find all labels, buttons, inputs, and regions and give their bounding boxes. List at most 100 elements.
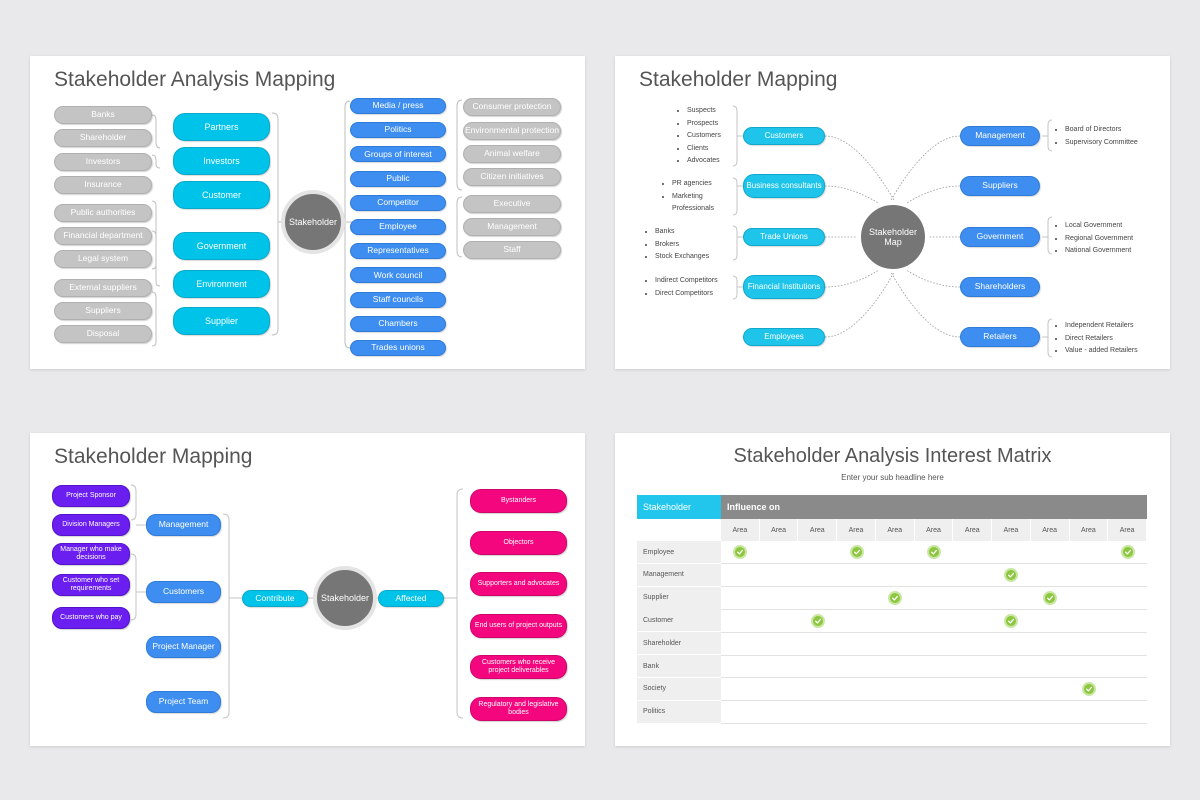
right-bullet-list-0: Board of DirectorsSupervisory Committee [1055, 124, 1138, 149]
list-item: Local Government [1065, 220, 1133, 233]
node-customer-who-set-requirements: Customer who set requirements [52, 574, 130, 596]
row-label-politics: Politics [637, 700, 721, 724]
node-environmental-protection: Environmental protection [463, 122, 561, 140]
row-label-supplier: Supplier [637, 586, 721, 610]
area-column-header: Area [953, 519, 993, 541]
node-end-users-of-project-outputs: End users of project outputs [470, 614, 567, 638]
node-financial-department: Financial department [54, 227, 152, 245]
node-insurance: Insurance [54, 176, 152, 194]
connector-lines [130, 484, 464, 719]
node-project-sponsor: Project Sponsor [52, 485, 130, 507]
node-chambers: Chambers [350, 315, 446, 332]
row-divider [721, 722, 1147, 724]
node-customer: Customer [173, 181, 270, 209]
list-item: Advocates [687, 155, 721, 168]
node-representatives: Representatives [350, 243, 446, 260]
row-label-management: Management [637, 563, 721, 587]
checkmark-icon [888, 591, 903, 605]
row-label-shareholder: Shareholder [637, 632, 721, 656]
node-external-suppliers: External suppliers [54, 279, 152, 297]
checkmark-icon [1081, 682, 1096, 697]
left-bullet-list-0: SuspectsProspectsCustomersClientsAdvocat… [677, 105, 721, 168]
node-public-authorities: Public authorities [54, 204, 152, 222]
area-column-header: Area [798, 519, 838, 541]
node-manager-who-make-decisions: Manager who make decisions [52, 543, 130, 565]
node-retailers: Retailers [960, 327, 1040, 347]
list-item: Stock Exchanges [655, 251, 709, 264]
left-bullet-list-2: BanksBrokersStock Exchanges [645, 226, 709, 264]
row-label-customer: Customer [637, 609, 721, 633]
slide-title: Stakeholder Mapping [639, 68, 838, 91]
area-column-header: Area [992, 519, 1031, 541]
contribute-node: Contribute [242, 590, 308, 607]
node-shareholder: Shareholder [54, 129, 152, 147]
node-work-council: Work council [350, 267, 446, 284]
connector-lines [151, 99, 463, 349]
node-staff-councils: Staff councils [350, 291, 446, 308]
stakeholder-column-header: Stakeholder [637, 495, 721, 519]
slide-title: Stakeholder Analysis Mapping [54, 68, 336, 91]
node-investors: Investors [54, 153, 152, 171]
slide-title: Stakeholder Mapping [54, 445, 253, 468]
row-label-society: Society [637, 677, 721, 701]
checkmark-icon [1120, 545, 1135, 560]
node-management: Management [146, 514, 221, 536]
node-employee: Employee [350, 219, 446, 235]
area-column-header: Area [1108, 519, 1147, 541]
list-item: Independent Retailers [1065, 320, 1138, 333]
checkmark-icon [849, 545, 864, 560]
affected-node: Affected [378, 590, 444, 607]
influence-header: Influence on [721, 495, 1147, 519]
node-management: Management [463, 218, 561, 236]
node-customers-who-receive-project-deliverables: Customers who receive project deliverabl… [470, 655, 567, 679]
node-government: Government [960, 227, 1040, 247]
node-investors: Investors [173, 147, 270, 175]
area-column-header: Area [1030, 519, 1070, 541]
slide-interest-matrix: Stakeholder Analysis Interest Matrix Ent… [615, 433, 1170, 746]
node-suppliers: Suppliers [960, 176, 1040, 196]
list-item: Banks [655, 226, 709, 239]
checkmark-icon [810, 613, 825, 628]
node-consumer-protection: Consumer protection [463, 98, 561, 116]
checkmark-icon [927, 545, 941, 560]
node-division-managers: Division Managers [52, 514, 130, 536]
node-legal-system: Legal system [54, 250, 152, 268]
slide-stakeholder-mapping-map: Stakeholder Mapping [615, 56, 1170, 369]
node-management: Management [960, 126, 1040, 146]
row-divider [721, 677, 1147, 679]
node-bystanders: Bystanders [470, 489, 567, 513]
node-project-team: Project Team [146, 691, 221, 713]
area-column-header: Area [759, 519, 799, 541]
node-suppliers: Suppliers [54, 302, 152, 320]
node-partners: Partners [173, 113, 270, 141]
list-item: Value - added Retailers [1065, 345, 1138, 358]
area-column-header: Area [875, 519, 915, 541]
list-item: National Government [1065, 245, 1133, 258]
node-staff: Staff [463, 241, 561, 259]
checkmark-icon [733, 545, 748, 560]
node-animal-welfare: Animal welfare [463, 145, 561, 163]
node-project-manager: Project Manager [146, 636, 221, 658]
stakeholder-hub: Stakeholder [281, 190, 345, 254]
node-shareholders: Shareholders [960, 277, 1040, 297]
node-media-press: Media / press [350, 98, 446, 114]
area-column-header: Area [1069, 519, 1109, 541]
row-divider [721, 586, 1147, 588]
list-item: Marketing Professionals [672, 191, 732, 216]
row-divider [721, 563, 1147, 565]
list-item: Regional Government [1065, 233, 1133, 246]
node-environment: Environment [173, 270, 270, 298]
stakeholder-map-hub: Stakeholder Map [857, 201, 929, 273]
node-customers: Customers [146, 581, 221, 603]
node-groups-of-interest: Groups of interest [350, 146, 446, 163]
node-customers: Customers [743, 127, 825, 145]
checkmark-icon [1004, 613, 1019, 628]
node-supplier: Supplier [173, 307, 270, 335]
node-supporters-and-advocates: Supporters and advocates [470, 572, 567, 596]
right-bullet-list-1: Local GovernmentRegional GovernmentNatio… [1055, 220, 1133, 258]
connector-lines [732, 105, 1053, 358]
area-column-header: Area [721, 519, 760, 541]
list-item: Supervisory Committee [1065, 137, 1138, 150]
right-bullet-list-2: Independent RetailersDirect RetailersVal… [1055, 320, 1138, 358]
